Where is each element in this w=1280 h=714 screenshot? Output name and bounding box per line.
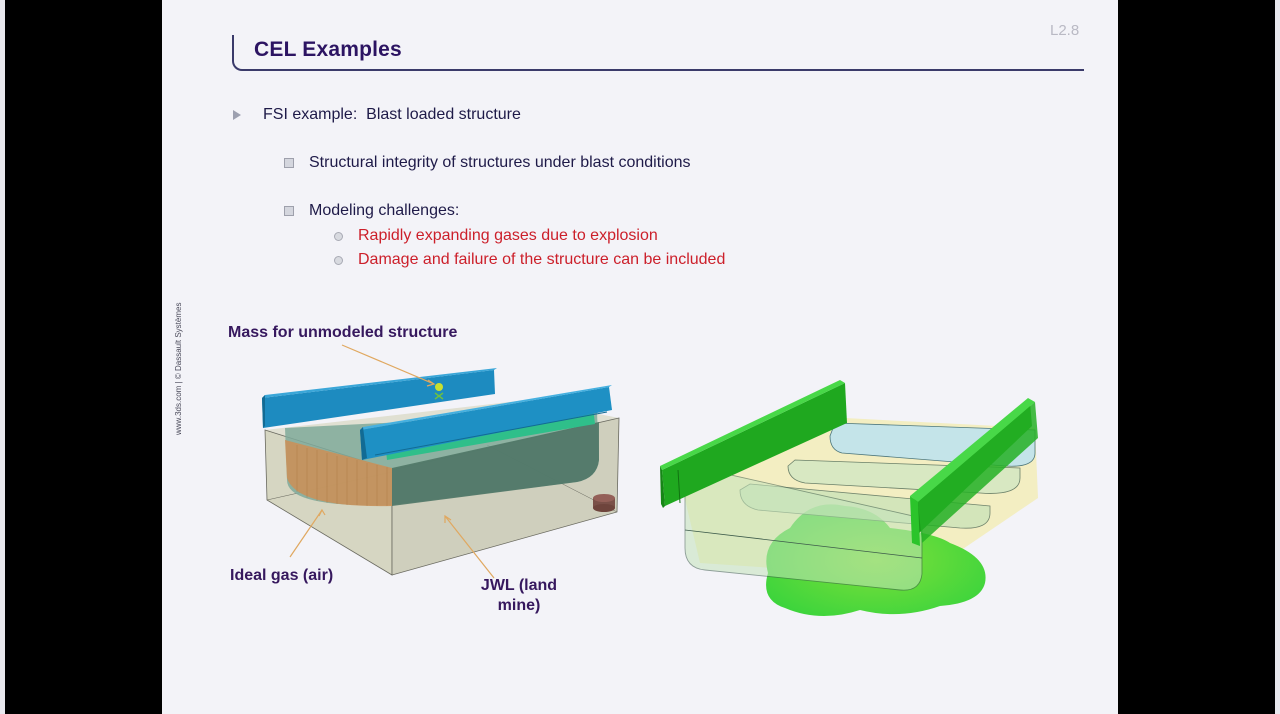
bullet-text: Rapidly expanding gases due to explosion xyxy=(358,227,658,244)
title-bracket xyxy=(232,35,1084,71)
square-bullet-icon xyxy=(284,206,294,216)
figure-deformed-structure xyxy=(660,380,1038,617)
leader-lines xyxy=(289,344,495,579)
window-edge-right xyxy=(1275,0,1280,714)
bullet-text: Modeling challenges: xyxy=(309,202,460,219)
figure-initial-model xyxy=(262,368,620,576)
bullet-structural-integrity: Structural integrity of structures under… xyxy=(284,154,691,172)
bullet-text: Structural integrity of structures under… xyxy=(309,154,691,171)
bullet-damage-failure: Damage and failure of the structure can … xyxy=(334,251,725,269)
label-ideal-gas: Ideal gas (air) xyxy=(230,567,334,584)
slide-number: L2.8 xyxy=(1050,22,1080,39)
window-edge-left xyxy=(0,0,5,714)
label-jwl-land-mine: JWL (land mine) xyxy=(472,576,566,616)
bullet-expanding-gases: Rapidly expanding gases due to explosion xyxy=(334,227,658,245)
letterbox-right xyxy=(1118,0,1275,714)
letterbox-left xyxy=(5,0,162,714)
label-jwl-line2: mine) xyxy=(497,597,541,614)
bullet-fsi-example: FSI example: Blast loaded structure xyxy=(233,106,521,124)
circle-bullet-icon xyxy=(334,255,343,265)
label-jwl-line1: JWL (land xyxy=(480,577,558,594)
label-mass-unmodeled-structure: Mass for unmodeled structure xyxy=(228,324,458,341)
slide: L2.8 CEL Examples www.3ds.com | © Dassau… xyxy=(162,0,1118,714)
circle-bullet-icon xyxy=(334,231,343,241)
bullet-text: Damage and failure of the structure can … xyxy=(358,251,726,268)
square-bullet-icon xyxy=(284,158,294,168)
slide-title: CEL Examples xyxy=(254,38,402,61)
triangle-bullet-icon xyxy=(233,110,241,120)
bullet-text: FSI example: Blast loaded structure xyxy=(263,106,521,123)
bullet-modeling-challenges: Modeling challenges: xyxy=(284,202,459,220)
